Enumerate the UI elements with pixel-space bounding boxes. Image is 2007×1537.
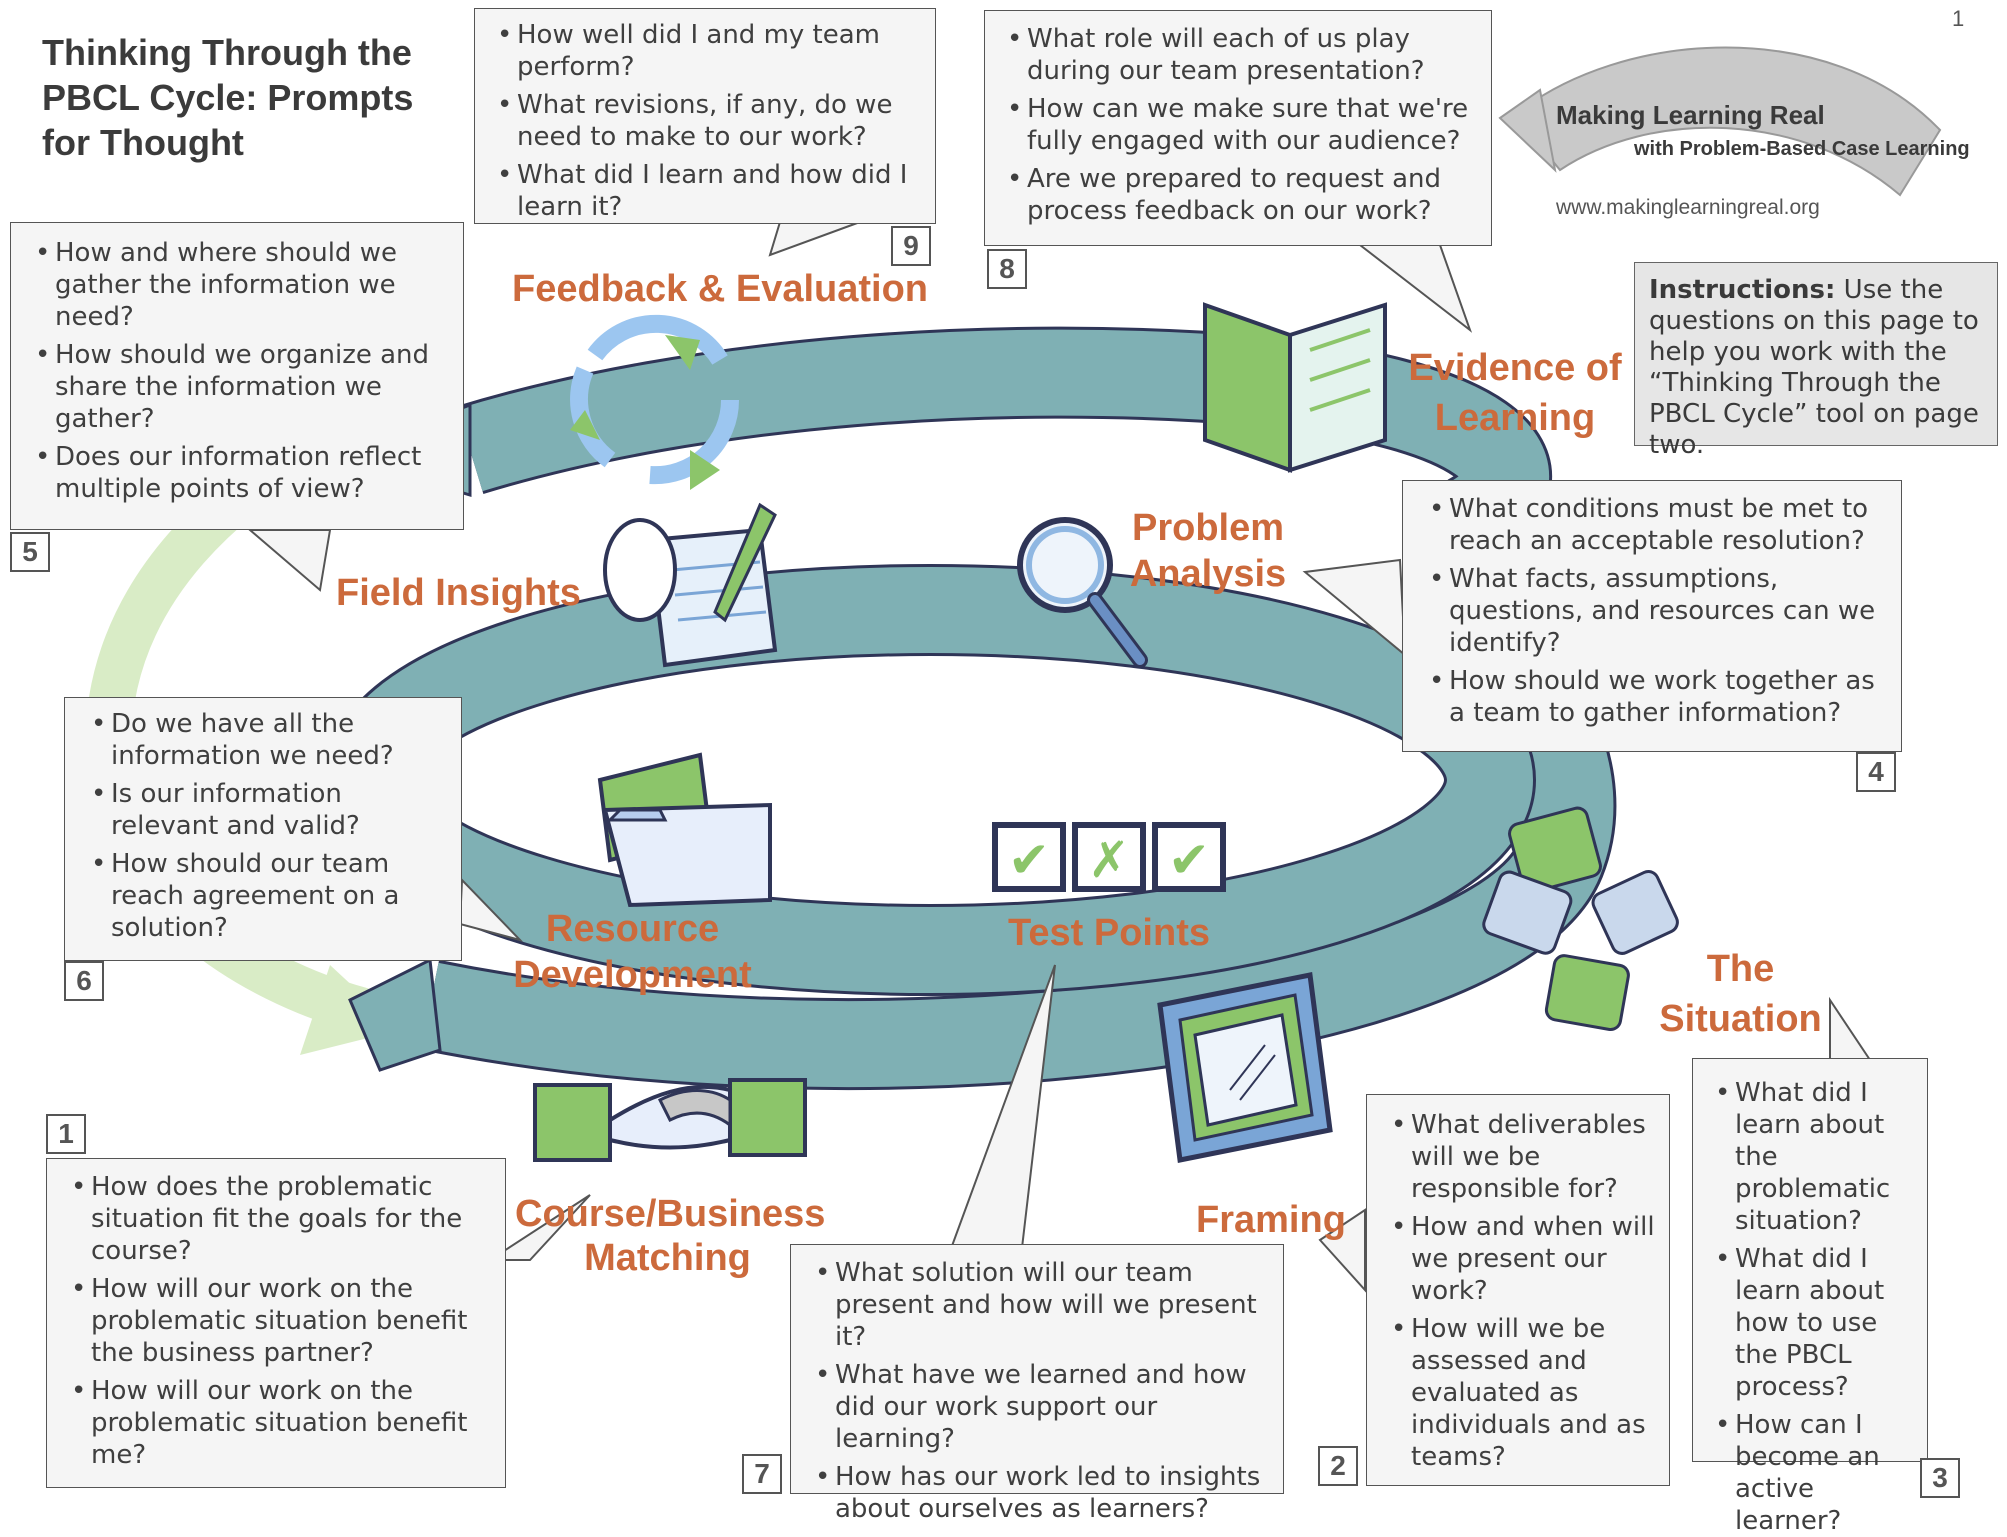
folder-icon xyxy=(597,752,772,908)
prompt-1-2: How will our work on the problematic sit… xyxy=(69,1273,495,1369)
test-point-boxes xyxy=(992,822,1226,892)
stage-field-insights: Field Insights xyxy=(336,572,581,614)
prompt-5-3: Does our information reflect multiple po… xyxy=(33,441,449,505)
prompt-7-1: What solution will our team present and … xyxy=(813,1257,1273,1353)
prompt-7-2: What have we learned and how did our wor… xyxy=(813,1359,1273,1455)
box-number-8: 8 xyxy=(987,249,1027,289)
stage-problem-analysis: Problem Analysis xyxy=(1129,507,1287,595)
prompt-9-3: What did I learn and how did I learn it? xyxy=(495,159,921,223)
test-mark-check-2: ✔ xyxy=(1168,831,1210,889)
stage-framing: Framing xyxy=(1196,1199,1346,1241)
prompt-1-1: How does the problematic situation fit t… xyxy=(69,1171,495,1267)
callout-tails xyxy=(247,221,1872,1293)
prompt-box-9: How well did I and my team perform? What… xyxy=(474,8,936,224)
prompt-6-2: Is our information relevant and valid? xyxy=(89,778,451,842)
handshake-icon xyxy=(533,1078,807,1162)
test-mark-x: ✗ xyxy=(1088,831,1130,889)
brand-title: Making Learning Real xyxy=(1556,100,1825,130)
prompt-box-8: What role will each of us play during ou… xyxy=(984,10,1492,246)
prompt-3-2: What did I learn about how to use the PB… xyxy=(1713,1243,1919,1403)
prompt-4-1: What conditions must be met to reach an … xyxy=(1427,493,1887,557)
instructions-label: Instructions: xyxy=(1649,275,1836,305)
instructions-text: Use the questions on this page to help y… xyxy=(1649,275,1979,460)
prompt-4-2: What facts, assumptions, questions, and … xyxy=(1427,563,1887,659)
notepad-pencil-icon xyxy=(603,502,778,668)
stage-resource-development: Resource Development xyxy=(513,908,752,996)
instructions-box: Instructions: Use the questions on this … xyxy=(1634,262,1998,460)
prompt-box-5: How and where should we gather the infor… xyxy=(10,222,464,530)
stage-the-situation: The Situation xyxy=(1659,948,1822,1040)
prompt-1-3: How will our work on the problematic sit… xyxy=(69,1375,495,1471)
prompt-8-3: Are we prepared to request and process f… xyxy=(1005,163,1477,227)
box-number-5: 5 xyxy=(10,532,50,572)
box-number-2: 2 xyxy=(1318,1446,1358,1486)
page-title: Thinking Through the PBCL Cycle: Prompts… xyxy=(42,32,414,163)
prompt-7-3: How has our work led to insights about o… xyxy=(813,1461,1273,1525)
puzzle-icon xyxy=(1482,806,1679,1032)
prompt-6-1: Do we have all the information we need? xyxy=(89,708,451,772)
stage-test-points: Test Points xyxy=(1008,912,1210,954)
magnifier-icon xyxy=(1017,517,1148,668)
prompt-2-2: How and when will we present our work? xyxy=(1389,1211,1661,1307)
prompt-3-1: What did I learn about the problematic s… xyxy=(1713,1077,1919,1237)
prompt-box-2: What deliverables will we be responsible… xyxy=(1366,1094,1670,1486)
prompt-5-1: How and where should we gather the infor… xyxy=(33,237,449,333)
logo-arc xyxy=(1498,46,1942,197)
prompt-box-1: How does the problematic situation fit t… xyxy=(46,1158,506,1488)
stage-course-business-matching: Course/Business Matching xyxy=(515,1193,826,1279)
prompt-6-3: How should our team reach agreement on a… xyxy=(89,848,451,944)
prompt-8-2: How can we make sure that we're fully en… xyxy=(1005,93,1477,157)
brand-subtitle: with Problem-Based Case Learning xyxy=(1634,138,1970,160)
notebook-icon xyxy=(1203,302,1387,473)
prompt-4-3: How should we work together as a team to… xyxy=(1427,665,1887,729)
page-number: 1 xyxy=(1952,6,1965,31)
stage-evidence-of-learning: Evidence of Learning xyxy=(1408,347,1622,439)
prompt-box-4: What conditions must be met to reach an … xyxy=(1402,480,1902,752)
box-number-4: 4 xyxy=(1856,752,1896,792)
box-number-9: 9 xyxy=(891,226,931,266)
prompt-2-3: How will we be assessed and evaluated as… xyxy=(1389,1313,1661,1473)
box-number-3: 3 xyxy=(1920,1458,1960,1498)
stage-feedback-evaluation: Feedback & Evaluation xyxy=(512,268,929,310)
box-number-7: 7 xyxy=(742,1454,782,1494)
prompt-5-2: How should we organize and share the inf… xyxy=(33,339,449,435)
test-mark-check-1: ✔ xyxy=(1008,831,1050,889)
picture-frame-icon xyxy=(1157,972,1333,1163)
prompt-2-1: What deliverables will we be responsible… xyxy=(1389,1109,1661,1205)
cycle-arrows-icon xyxy=(570,314,740,490)
box-number-6: 6 xyxy=(64,961,104,1001)
prompt-3-3: How can I become an active learner? xyxy=(1713,1409,1919,1537)
box-number-1: 1 xyxy=(46,1114,86,1154)
prompt-8-1: What role will each of us play during ou… xyxy=(1005,23,1477,87)
prompt-box-3: What did I learn about the problematic s… xyxy=(1692,1058,1928,1536)
prompt-9-1: How well did I and my team perform? xyxy=(495,19,921,83)
prompt-box-7: What solution will our team present and … xyxy=(790,1244,1284,1524)
prompt-9-2: What revisions, if any, do we need to ma… xyxy=(495,89,921,153)
brand-url: www.makinglearningreal.org xyxy=(1556,196,1820,219)
prompt-box-6: Do we have all the information we need? … xyxy=(64,697,462,961)
